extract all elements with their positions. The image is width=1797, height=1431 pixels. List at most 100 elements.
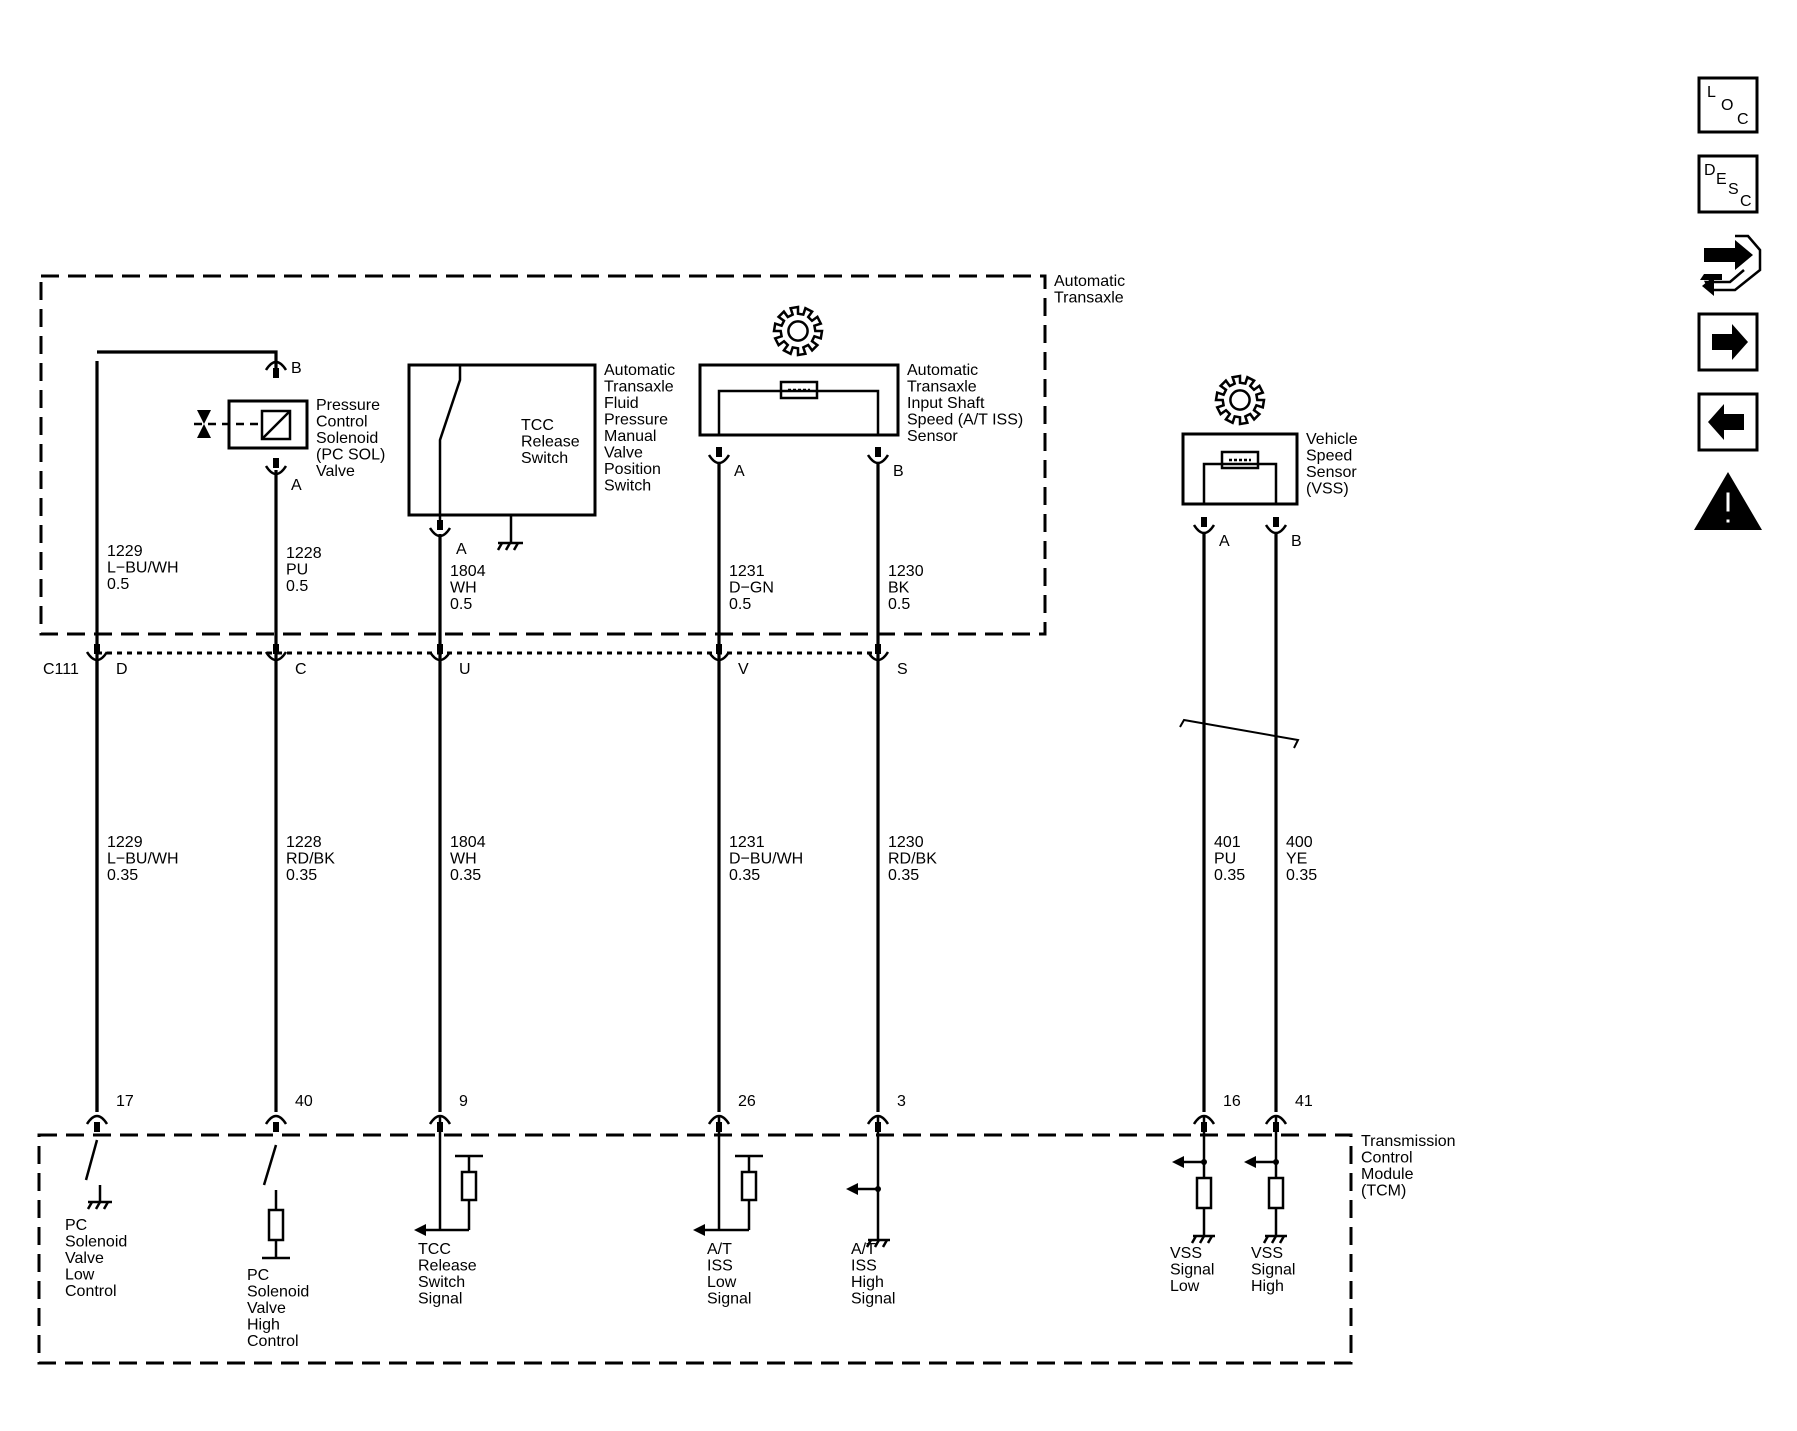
gear-icon bbox=[772, 305, 824, 357]
tcc-switch-contact bbox=[438, 365, 462, 520]
vss-box bbox=[1181, 432, 1299, 506]
tcm-pin-label: 3 bbox=[897, 1093, 906, 1110]
back-button[interactable] bbox=[1697, 392, 1759, 452]
tcm-pin-label: 17 bbox=[116, 1093, 134, 1110]
tcm-iss-high-input bbox=[846, 1115, 890, 1248]
connector-terminals bbox=[85, 360, 1288, 1132]
transaxle-boundary bbox=[39, 274, 1047, 636]
desc-icon-e: E bbox=[1716, 171, 1727, 188]
pressure-switch-box bbox=[407, 363, 597, 517]
terminal-arc bbox=[264, 465, 288, 476]
terminal-arc bbox=[85, 1114, 109, 1125]
caution-button[interactable] bbox=[1694, 472, 1762, 530]
twisted-pair-symbol bbox=[1179, 718, 1300, 749]
iss-sensor-box bbox=[698, 363, 900, 437]
tcm-pin-label: 9 bbox=[459, 1093, 468, 1110]
vss-coil-leads bbox=[1202, 462, 1278, 504]
c111-label: C111 bbox=[43, 661, 79, 678]
tcm-low-side-switch bbox=[84, 1139, 112, 1210]
loc-icon-o: O bbox=[1721, 97, 1733, 114]
desc-button[interactable]: D E S C bbox=[1697, 154, 1759, 214]
loc-icon-c: C bbox=[1737, 111, 1749, 128]
terminal-arc bbox=[707, 454, 731, 465]
desc-icon-c: C bbox=[1740, 193, 1752, 210]
c111-pin-label: V bbox=[738, 661, 749, 678]
tcm-boundary bbox=[37, 1133, 1353, 1365]
c111-pin-label: U bbox=[459, 661, 471, 678]
tcm-pin-label: 41 bbox=[1295, 1093, 1313, 1110]
terminal-arc bbox=[264, 360, 288, 371]
tcm-vss-high-input bbox=[1244, 1115, 1287, 1244]
terminal-arc bbox=[264, 1114, 288, 1125]
terminal-arc bbox=[866, 651, 890, 662]
terminal-arc bbox=[1264, 524, 1288, 535]
component-pin-label: A bbox=[734, 463, 745, 480]
gear-icon bbox=[1214, 374, 1266, 426]
component-pin-label: B bbox=[893, 463, 904, 480]
next-arrow-icon bbox=[1712, 324, 1748, 360]
component-pin-label: B bbox=[291, 360, 302, 377]
loc-button[interactable]: L O C bbox=[1697, 76, 1759, 134]
c111-pin-label: S bbox=[897, 661, 908, 678]
tcm-tcc-input bbox=[414, 1115, 483, 1236]
terminal-arc bbox=[428, 527, 452, 538]
desc-icon-s: S bbox=[1728, 181, 1739, 198]
tcm-pin-label: 26 bbox=[738, 1093, 756, 1110]
tcm-vss-low-input bbox=[1172, 1115, 1215, 1244]
c111-pin-label: D bbox=[116, 661, 128, 678]
loc-icon: L bbox=[1707, 84, 1716, 101]
iss-coil bbox=[779, 380, 819, 400]
wire-1229-loop bbox=[97, 350, 278, 368]
next-button[interactable] bbox=[1697, 312, 1759, 372]
tcm-pin-label: 16 bbox=[1223, 1093, 1241, 1110]
terminal-arc bbox=[1192, 524, 1216, 535]
vss-coil bbox=[1220, 450, 1260, 470]
component-pin-label: A bbox=[456, 541, 467, 558]
terminal-arc bbox=[707, 651, 731, 662]
terminal-arc bbox=[866, 454, 890, 465]
tcm-high-side-switch bbox=[262, 1144, 290, 1260]
tcm-pin-label: 40 bbox=[295, 1093, 313, 1110]
ground-symbol bbox=[496, 541, 523, 551]
tcm-iss-low-input bbox=[693, 1115, 763, 1236]
c111-pin-label: C bbox=[295, 661, 307, 678]
terminal-arc bbox=[428, 651, 452, 662]
component-pin-label: A bbox=[291, 477, 302, 494]
back-arrow-icon bbox=[1708, 404, 1744, 440]
component-pin-label: A bbox=[1219, 533, 1230, 550]
desc-icon: D bbox=[1704, 162, 1716, 179]
connector-icon bbox=[1700, 234, 1762, 296]
terminal-arc bbox=[85, 651, 109, 662]
connector-end-view-button[interactable] bbox=[1700, 234, 1762, 296]
pc-solenoid-symbol bbox=[194, 399, 309, 450]
component-pin-label: B bbox=[1291, 533, 1302, 550]
